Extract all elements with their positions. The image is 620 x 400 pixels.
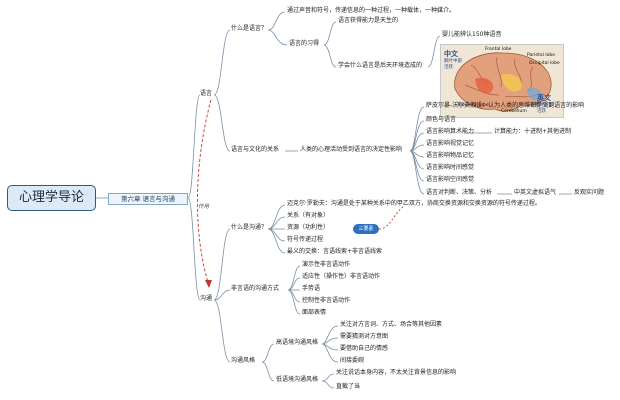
culture-item-3[interactable]: 语言影响视觉记忆 xyxy=(426,140,475,147)
node-communication-style[interactable]: 沟通风格 xyxy=(231,357,256,364)
brain-part-cerebellum: Cerebellum xyxy=(501,109,527,114)
brain-part-temporal: Temporal lobe xyxy=(457,103,489,108)
high-item-3[interactable]: 间接委婉 xyxy=(340,357,365,364)
high-item-1[interactable]: 需要猜测对方意图 xyxy=(340,333,389,340)
node-communication-definition[interactable]: 迈克尔·罗勒夫：沟通是处于某种关系中的甲乙双方，协商交换资源和交换资源的符号传递… xyxy=(287,200,541,207)
link-lang-acq xyxy=(267,29,288,46)
brain-label-chinese: 中文 xyxy=(444,50,458,58)
dashed-arrow xyxy=(197,99,212,283)
node-culture-mid[interactable]: 人类的心理活动受到语言的决定性影响 xyxy=(300,146,403,153)
culture-item-7[interactable]: 语言对判断、决策、分析 xyxy=(426,189,493,196)
low-item-1[interactable]: 直截了当 xyxy=(336,383,361,390)
node-low-context[interactable]: 低语境沟通风格 xyxy=(276,376,319,383)
tag-connector xyxy=(378,206,404,230)
node-high-context[interactable]: 高语境沟通风格 xyxy=(276,339,319,346)
nonverbal-item-4[interactable]: 面部表情 xyxy=(302,309,327,316)
link-comm-children xyxy=(213,228,231,363)
node-language-culture[interactable]: 语言与文化的关系 xyxy=(231,146,280,153)
high-item-0[interactable]: 关注对方言词、方式、场合等其他因素 xyxy=(340,321,443,328)
culture-item-1[interactable]: 颜色与语言 xyxy=(426,116,457,123)
brain-illustration xyxy=(441,45,563,117)
brain-part-frontal: Frontal lobe xyxy=(485,47,512,52)
link-lang-what xyxy=(267,11,286,31)
node-infant-phonemes[interactable]: 婴儿能辨认150种语音 xyxy=(442,31,502,38)
node-language-acquisition[interactable]: 语言的习得 xyxy=(289,40,320,47)
brain-label-chinese-area: 颞叶中部 xyxy=(444,59,462,64)
node-nonverbal[interactable]: 非言语的沟通方式 xyxy=(231,285,280,292)
high-item-2[interactable]: 要借助自己的情感 xyxy=(340,345,389,352)
comm-item-1[interactable]: 资源（功利性） xyxy=(287,224,330,231)
low-item-0[interactable]: 关注说话本身内容，不太关注背景信息的影响 xyxy=(336,369,457,376)
dashed-arrowhead xyxy=(205,280,212,288)
comm-item-3[interactable]: 最义的交换：言语线索+非言语线索 xyxy=(287,248,383,255)
connector-note: 作用 xyxy=(198,204,210,210)
nonverbal-item-1[interactable]: 适应性（操作性）非言语动作 xyxy=(302,273,381,280)
root-node[interactable]: 心理学导论 xyxy=(7,185,96,211)
link-chapter-branches xyxy=(187,94,201,301)
comm-item-2[interactable]: 符号传递过程 xyxy=(287,236,324,243)
link-env-infant xyxy=(427,35,441,68)
brain-label-english-active: 活跃 xyxy=(537,109,546,114)
comm-item-0[interactable]: 关系（有对象） xyxy=(287,212,330,219)
link-acq-children xyxy=(323,21,337,68)
link-comm-what-items xyxy=(267,216,286,254)
link-style-children xyxy=(261,343,275,382)
node-language-definition[interactable]: 通过声音和符号，传递信息的一种过程，一种载体，一种媒介。 xyxy=(287,7,456,14)
node-what-is-language[interactable]: 什么是语言？ xyxy=(231,25,268,32)
culture-calc[interactable]: 计算能力：十进制+其他进制 xyxy=(494,128,572,135)
link-comm-what-def xyxy=(267,204,286,230)
node-environment[interactable]: 学会什么语言是后天环境造成的 xyxy=(338,62,423,69)
brain-image: 中文 颞叶中部 活跃 英文 颞叶前部 活跃 Frontal lobe Parie… xyxy=(440,44,564,118)
nonverbal-item-2[interactable]: 手势语 xyxy=(302,285,321,292)
branch-communication[interactable]: 沟通 xyxy=(200,295,213,302)
three-elements-tag[interactable]: 三要素 xyxy=(353,224,379,234)
culture-item-0[interactable]: 萨皮尔暴-沃尔夫假设：认为人类的思维都是受到语言的影响 xyxy=(426,102,585,109)
chapter-node[interactable]: 第六章 语言与沟通 xyxy=(108,193,188,205)
nonverbal-item-3[interactable]: 控制性非言语动作 xyxy=(302,297,351,304)
link-low-items xyxy=(321,373,335,389)
culture-item-6[interactable]: 语言影响空间感觉 xyxy=(426,176,475,183)
branch-language[interactable]: 语言 xyxy=(200,90,213,97)
brain-label-english: 英文 xyxy=(537,94,551,102)
link-high-items xyxy=(321,325,339,363)
culture-cn-virtual[interactable]: 中英文虚拟语气 xyxy=(514,189,557,196)
link-nonverbal-items xyxy=(287,265,301,315)
brain-part-occipital: Occipital lobe xyxy=(529,61,560,66)
culture-item-2[interactable]: 语言影响算术能力 xyxy=(426,128,475,135)
culture-item-5[interactable]: 语言影响时间感觉 xyxy=(426,164,475,171)
link-culture-items xyxy=(409,106,425,195)
culture-item-4[interactable]: 语言影响物品记忆 xyxy=(426,152,475,159)
brain-label-chinese-active: 活跃 xyxy=(444,65,453,70)
nonverbal-item-0[interactable]: 演示性非言语动作 xyxy=(302,261,351,268)
node-what-is-communication[interactable]: 什么是沟通？ xyxy=(231,224,268,231)
link-lang-children xyxy=(213,29,231,152)
node-innate[interactable]: 语言获得能力是天生的 xyxy=(338,17,399,24)
brain-label-english-area: 颞叶前部 xyxy=(535,103,553,108)
culture-counterfactual[interactable]: 反观实问题 xyxy=(574,189,605,196)
brain-part-parietal: Parietal lobe xyxy=(527,53,555,58)
